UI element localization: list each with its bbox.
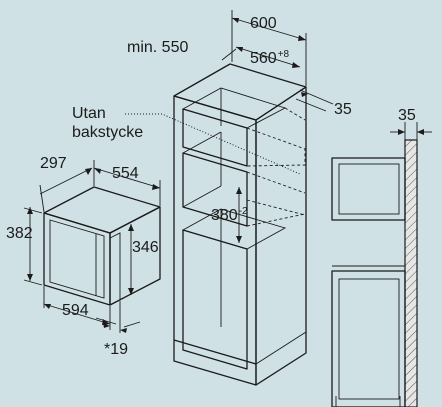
dim-600: 600 bbox=[250, 16, 277, 32]
dim-560: 560+8 bbox=[250, 50, 289, 67]
dim-35-side-text: 35 bbox=[398, 107, 416, 124]
tall-cabinet bbox=[125, 63, 307, 386]
dim-594-text: 594 bbox=[62, 302, 89, 319]
appliance-box bbox=[43, 186, 161, 306]
dim-346: 346 bbox=[132, 240, 159, 256]
dim-346-text: 346 bbox=[132, 239, 159, 256]
dim-554-text: 554 bbox=[112, 165, 139, 182]
dim-600-text: 600 bbox=[250, 15, 277, 32]
label-utan-text: Utan bbox=[72, 105, 106, 122]
dim-560-text: 560 bbox=[250, 50, 277, 67]
dim-380: 380-2 bbox=[211, 207, 248, 224]
dim-35-cabinet: 35 bbox=[334, 102, 352, 118]
dim-382-text: 382 bbox=[6, 225, 33, 242]
dim-35-cabinet-text: 35 bbox=[334, 101, 352, 118]
dim-380-tolerance: -2 bbox=[238, 206, 248, 217]
dim-297-text: 297 bbox=[40, 155, 67, 172]
label-utan: Utan bbox=[72, 106, 106, 122]
side-view bbox=[331, 122, 432, 407]
dim-382: 382 bbox=[6, 226, 33, 242]
dim-594: 594 bbox=[62, 303, 89, 319]
dim-554: 554 bbox=[112, 166, 139, 182]
dim-min550: min. 550 bbox=[127, 40, 188, 56]
dim-380-text: 380 bbox=[211, 207, 238, 224]
dim-19-text: *19 bbox=[104, 341, 129, 358]
cabinet-dimensions bbox=[221, 10, 334, 243]
appliance-dimensions bbox=[23, 160, 161, 333]
label-bakstycke: bakstycke bbox=[72, 125, 143, 141]
dim-min550-text: min. 550 bbox=[127, 39, 189, 56]
dim-19: *19 bbox=[104, 342, 128, 358]
dim-35-side: 35 bbox=[398, 108, 416, 124]
dim-560-tolerance: +8 bbox=[277, 49, 290, 60]
label-bakstycke-text: bakstycke bbox=[72, 124, 144, 141]
dim-297: 297 bbox=[40, 156, 67, 172]
